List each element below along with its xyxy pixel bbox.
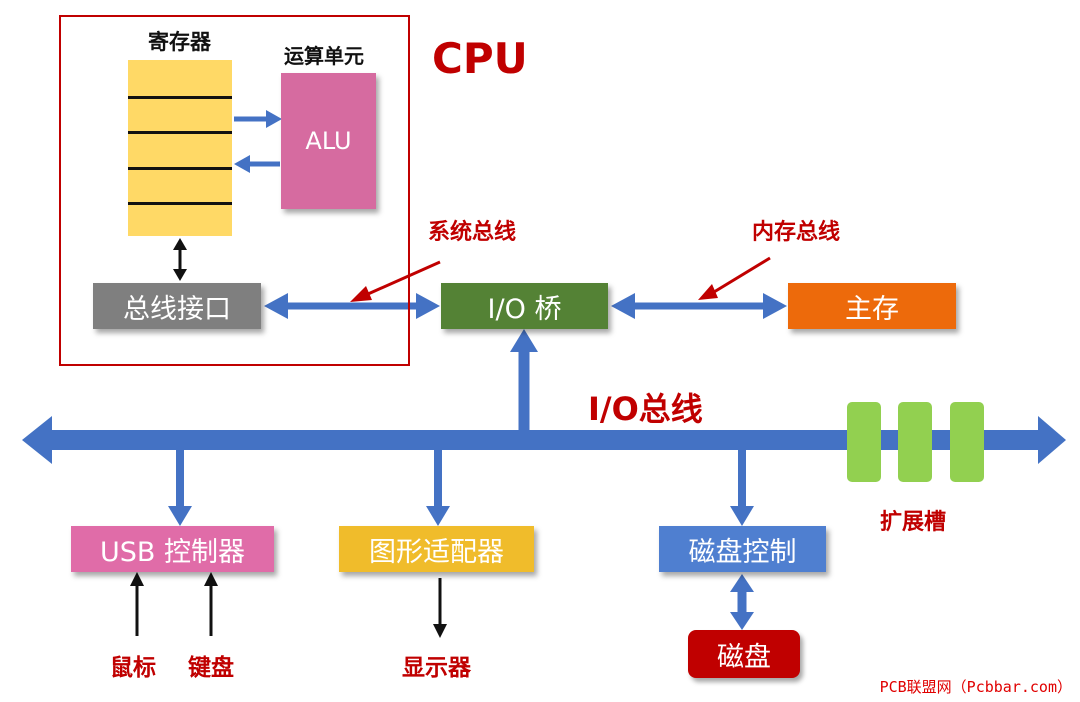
watermark: PCB联盟网（Pcbbar.com） <box>879 678 1072 696</box>
io-bus-label: I/O总线 <box>588 390 703 428</box>
disk-box: 磁盘 <box>688 630 800 678</box>
system-bus-pointer <box>367 260 441 296</box>
register-file <box>128 60 232 236</box>
memory-bus-pointer <box>713 256 771 294</box>
io-bus-arrow <box>22 416 1066 464</box>
graphics-adapter-box: 图形适配器 <box>339 526 534 572</box>
mouse-label: 鼠标 <box>110 655 156 681</box>
expansion-slot <box>847 402 881 482</box>
expansion-slot <box>898 402 932 482</box>
disk-controller-box: 磁盘控制 <box>659 526 826 572</box>
system-bus-label: 系统总线 <box>428 220 517 245</box>
expansion-slot <box>950 402 984 482</box>
expansion-slot-label: 扩展槽 <box>880 510 947 535</box>
bus-interface-box: 总线接口 <box>93 283 261 329</box>
alu-box: ALU <box>281 73 376 209</box>
cpu-title: CPU <box>432 34 528 83</box>
registers-label: 寄存器 <box>148 30 211 54</box>
display-label: 显示器 <box>402 655 471 681</box>
alu-unit-label: 运算单元 <box>284 44 364 68</box>
keyboard-label: 键盘 <box>188 655 234 681</box>
cpu-frame <box>59 15 410 366</box>
usb-controller-box: USB 控制器 <box>71 526 274 572</box>
io-bridge-box: I/O 桥 <box>441 283 608 329</box>
main-memory-box: 主存 <box>788 283 956 329</box>
memory-bus-label: 内存总线 <box>752 220 841 245</box>
